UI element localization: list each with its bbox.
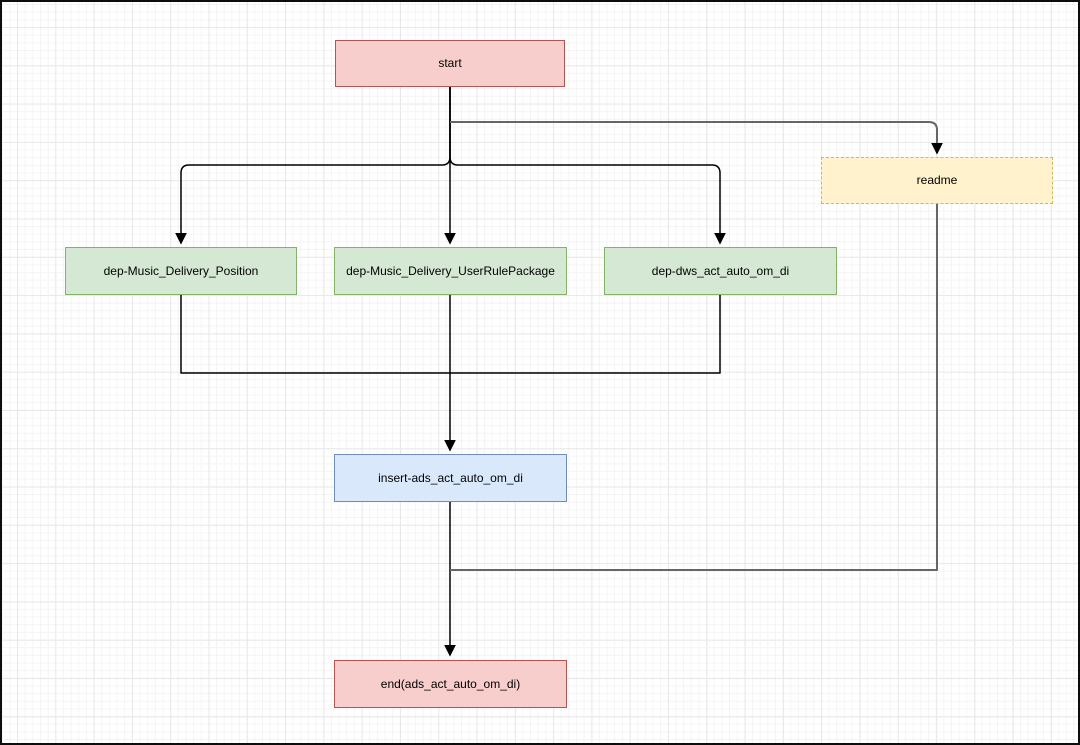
node-dep-music-delivery-userrulepackage-label: dep-Music_Delivery_UserRulePackage [346, 263, 555, 278]
node-end-label: end(ads_act_auto_om_di) [380, 676, 521, 691]
edge-dep-dws-act-auto-om-di-to-insert[interactable] [450, 295, 721, 374]
node-dep-dws-act-auto-om-di[interactable]: dep-dws_act_auto_om_di [604, 247, 837, 295]
edge-start-to-dep-music-delivery-position[interactable] [181, 87, 451, 243]
node-start[interactable]: start [335, 40, 565, 87]
edge-readme-to-end[interactable] [450, 204, 938, 571]
node-readme-label: readme [916, 173, 958, 188]
node-dep-dws-act-auto-om-di-label: dep-dws_act_auto_om_di [651, 263, 790, 278]
node-insert-ads-act-auto-om-di[interactable]: insert-ads_act_auto_om_di [334, 454, 567, 502]
node-readme[interactable]: readme [821, 157, 1053, 204]
node-start-label: start [438, 56, 462, 71]
node-end[interactable]: end(ads_act_auto_om_di) [334, 660, 567, 708]
edge-start-to-dep-dws-act-auto-om-di[interactable] [449, 87, 720, 243]
edge-start-to-readme[interactable] [450, 121, 937, 153]
node-dep-music-delivery-position[interactable]: dep-Music_Delivery_Position [65, 247, 297, 295]
node-insert-ads-act-auto-om-di-label: insert-ads_act_auto_om_di [378, 470, 523, 485]
edge-dep-music-delivery-position-to-insert[interactable] [180, 295, 450, 374]
node-dep-music-delivery-userrulepackage[interactable]: dep-Music_Delivery_UserRulePackage [334, 247, 567, 295]
node-dep-music-delivery-position-label: dep-Music_Delivery_Position [103, 263, 259, 278]
